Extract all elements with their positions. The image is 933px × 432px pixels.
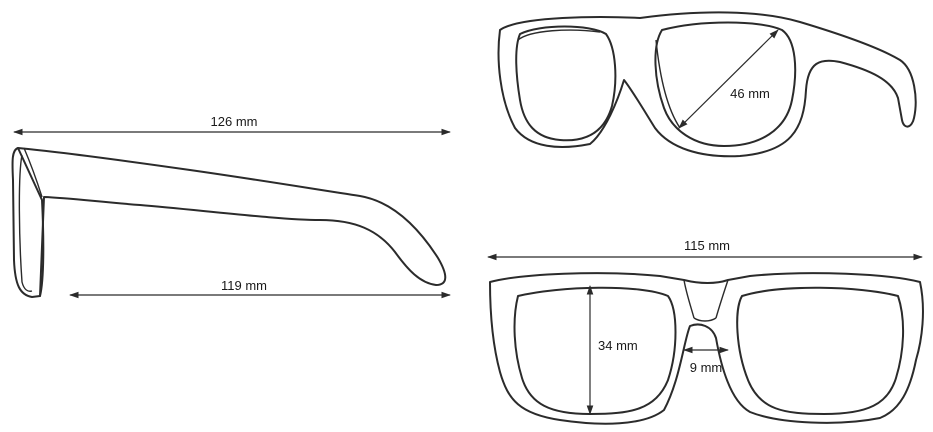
label-9-mm: 9 mm — [690, 360, 723, 375]
front-left-lens — [513, 286, 677, 415]
side-view — [11, 147, 447, 298]
front-view — [489, 272, 924, 425]
angled-right-lens — [654, 21, 797, 147]
dimension-temple-total: 126 mm — [13, 114, 451, 136]
label-115-mm: 115 mm — [684, 238, 730, 253]
side-view-temple-arm — [17, 147, 447, 297]
front-frame-outline — [489, 272, 924, 425]
angled-left-lens — [515, 25, 617, 142]
angled-view — [497, 11, 917, 158]
dimension-temple-length: 119 mm — [69, 278, 451, 299]
dimension-lens-height: 34 mm — [586, 285, 638, 415]
angled-frame-outline — [497, 11, 917, 158]
label-126-mm: 126 mm — [211, 114, 258, 129]
label-46-mm: 46 mm — [730, 86, 770, 101]
front-right-lens — [736, 286, 905, 415]
dimension-frame-width: 115 mm — [487, 238, 923, 261]
side-view-lens-rim — [11, 147, 45, 298]
label-119-mm: 119 mm — [221, 278, 267, 293]
dimension-bridge-width: 9 mm — [683, 346, 729, 375]
label-34-mm: 34 mm — [598, 338, 638, 353]
dimension-lens-diagonal: 46 mm — [678, 29, 779, 129]
